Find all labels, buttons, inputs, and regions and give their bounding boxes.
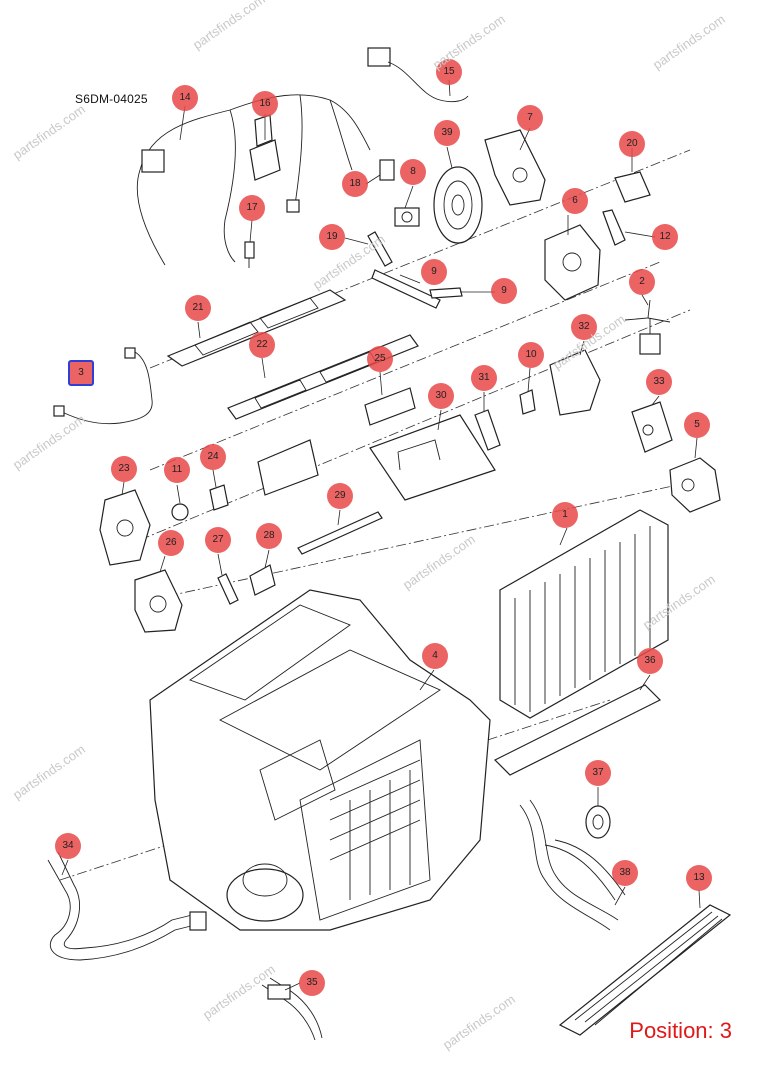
callout-25[interactable]: 25 [367, 346, 393, 372]
callout-36[interactable]: 36 [637, 648, 663, 674]
linkage-24-28-part [209, 439, 319, 605]
callout-30[interactable]: 30 [428, 383, 454, 409]
callout-23[interactable]: 23 [111, 456, 137, 482]
callout-38[interactable]: 38 [612, 860, 638, 886]
callout-1[interactable]: 1 [552, 502, 578, 528]
callout-7[interactable]: 7 [517, 105, 543, 131]
expansion-valve-part [669, 457, 721, 513]
callout-11[interactable]: 11 [164, 457, 190, 483]
callout-35[interactable]: 35 [299, 970, 325, 996]
callout-3-selected[interactable]: 3 [68, 360, 94, 386]
callout-32[interactable]: 32 [571, 314, 597, 340]
hvac-housing-part [149, 589, 491, 931]
heater-core-part [558, 904, 732, 1036]
flat-door-30-part [369, 414, 496, 501]
callout-6[interactable]: 6 [562, 188, 588, 214]
callout-18[interactable]: 18 [342, 171, 368, 197]
callout-21[interactable]: 21 [185, 295, 211, 321]
callout-28[interactable]: 28 [256, 523, 282, 549]
rod-29-part [297, 511, 383, 555]
callout-37[interactable]: 37 [585, 760, 611, 786]
callout-39[interactable]: 39 [434, 120, 460, 146]
callout-24[interactable]: 24 [200, 444, 226, 470]
callout-14[interactable]: 14 [172, 85, 198, 111]
mode-actuator-part [544, 224, 601, 301]
actuator-23-part [99, 489, 151, 566]
fan-wheel-part [433, 166, 483, 244]
callout-13[interactable]: 13 [686, 865, 712, 891]
temp-sensor-part [244, 241, 255, 268]
callout-22[interactable]: 22 [249, 332, 275, 358]
levers-part [602, 171, 651, 246]
callout-5[interactable]: 5 [684, 412, 710, 438]
small-actuators-part [474, 349, 601, 451]
link-rods-part [367, 231, 463, 309]
callout-34[interactable]: 34 [55, 833, 81, 859]
actuator-26-part [134, 569, 183, 633]
callout-4[interactable]: 4 [422, 643, 448, 669]
callout-17[interactable]: 17 [239, 195, 265, 221]
evaporator-core-part [499, 509, 669, 719]
diagram-code: S6DM-04025 [75, 92, 148, 106]
ambient-sensor-part [624, 299, 671, 355]
callout-15[interactable]: 15 [436, 59, 462, 85]
heater-pipes-part [519, 799, 626, 931]
callout-27[interactable]: 27 [205, 527, 231, 553]
position-indicator: Position: 3 [629, 1018, 732, 1043]
callout-31[interactable]: 31 [471, 365, 497, 391]
callout-29[interactable]: 29 [327, 483, 353, 509]
callout-20[interactable]: 20 [619, 131, 645, 157]
callout-26[interactable]: 26 [158, 530, 184, 556]
callout-9a[interactable]: 9 [421, 259, 447, 285]
actuator-bracket-part [484, 129, 546, 206]
grommet-part [585, 805, 611, 839]
callout-33[interactable]: 33 [646, 369, 672, 395]
small-clip-parts [379, 159, 420, 227]
wiring-harness-part [136, 94, 371, 266]
callout-19[interactable]: 19 [319, 224, 345, 250]
callout-12[interactable]: 12 [652, 224, 678, 250]
seal-strip-part [493, 684, 662, 776]
callout-10[interactable]: 10 [518, 342, 544, 368]
leader-lines [61, 79, 701, 991]
callout-9b[interactable]: 9 [491, 278, 517, 304]
grille-25-part [364, 387, 416, 426]
drain-pipe-34-part [47, 851, 207, 961]
small-gear-11-part [171, 503, 189, 521]
sensor-lead-3-part [53, 347, 153, 425]
sensor-lead-part [367, 47, 469, 103]
callout-2[interactable]: 2 [629, 269, 655, 295]
valve-block-part [631, 401, 673, 453]
callout-16[interactable]: 16 [252, 91, 278, 117]
pipe-35-part [261, 977, 323, 1041]
callout-8[interactable]: 8 [400, 159, 426, 185]
